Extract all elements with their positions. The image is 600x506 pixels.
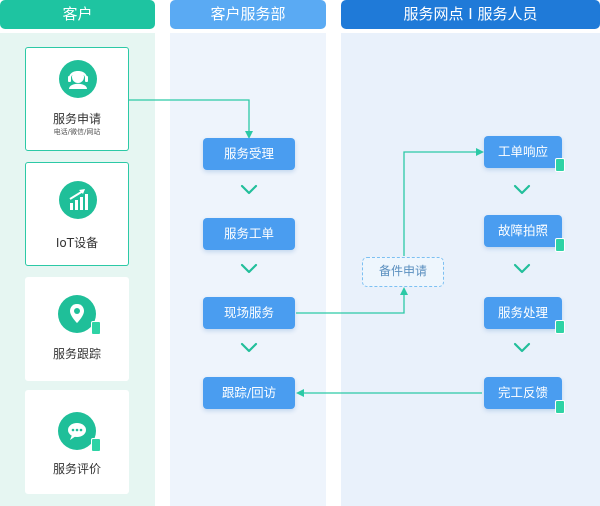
chevron-down-icon — [240, 342, 258, 353]
phone-icon — [555, 320, 565, 334]
headset-agent-icon — [59, 60, 97, 98]
service-review-card[interactable]: 服务评价 — [25, 390, 129, 494]
chevron-down-icon — [513, 342, 531, 353]
service-tracking-label: 服务跟踪 — [52, 347, 101, 361]
phone-icon — [555, 158, 565, 172]
iot-device-label: IoT设备 — [55, 236, 99, 250]
connector-request-to-acceptance — [129, 99, 253, 139]
step-ticket-response[interactable]: 工单响应 — [484, 136, 562, 168]
step-service-ticket[interactable]: 服务工单 — [203, 218, 295, 250]
iot-device-card[interactable]: IoT设备 — [25, 162, 129, 266]
spare-parts-request-box[interactable]: 备件申请 — [362, 257, 444, 287]
step-tracking-followup[interactable]: 跟踪/回访 — [203, 377, 295, 409]
step-service-acceptance[interactable]: 服务受理 — [203, 138, 295, 170]
growth-chart-icon — [59, 181, 97, 219]
phone-icon — [91, 438, 101, 452]
step-onsite-service[interactable]: 现场服务 — [203, 297, 295, 329]
step-fault-photo[interactable]: 故障拍照 — [484, 215, 562, 247]
service-review-label: 服务评价 — [52, 462, 101, 476]
outlet-staff-column-header: 服务网点 I 服务人员 — [341, 0, 600, 29]
chevron-down-icon — [240, 184, 258, 195]
step-completion-feedback[interactable]: 完工反馈 — [484, 377, 562, 409]
chevron-down-icon — [513, 184, 531, 195]
phone-icon — [555, 238, 565, 252]
chat-bubble-phone-icon — [58, 412, 96, 450]
step-service-handling[interactable]: 服务处理 — [484, 297, 562, 329]
service-dept-column-header: 客户服务部 — [170, 0, 326, 29]
chevron-down-icon — [513, 263, 531, 274]
phone-icon — [555, 400, 565, 414]
customer-column-header: 客户 — [0, 0, 155, 29]
service-request-card[interactable]: 服务申请 电话/微信/网站 — [25, 47, 129, 151]
connector-onsite-to-spare-parts — [296, 287, 408, 314]
phone-icon — [91, 321, 101, 335]
service-request-channels: 电话/微信/网站 — [53, 128, 101, 136]
location-pin-phone-icon — [58, 295, 96, 333]
chevron-down-icon — [240, 263, 258, 274]
service-tracking-card[interactable]: 服务跟踪 — [25, 277, 129, 381]
connector-spare-parts-to-response — [403, 148, 484, 256]
service-request-label: 服务申请 — [52, 112, 101, 126]
